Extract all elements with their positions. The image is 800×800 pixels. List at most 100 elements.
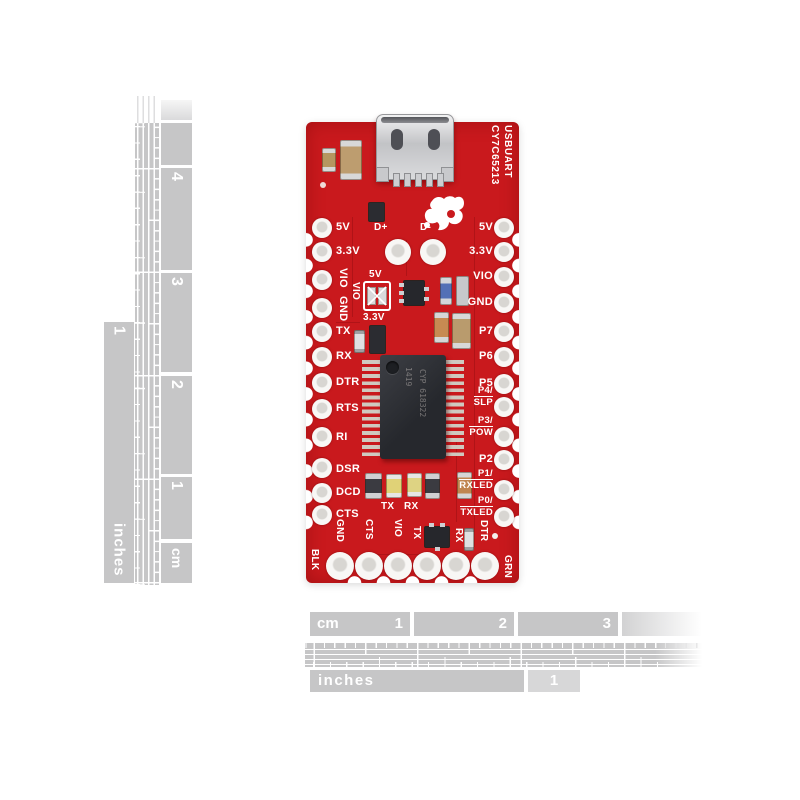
- pin-hole-left: [312, 298, 332, 318]
- serial-hole: [442, 552, 470, 580]
- dplus-label: D+: [374, 222, 388, 233]
- serial-hole: [384, 552, 412, 580]
- bottom-ruler-cm-block-2: 2: [414, 612, 514, 636]
- left-ruler-cm-block-1: 1: [161, 477, 192, 539]
- resistor: [434, 312, 449, 343]
- pin-hole-left: [312, 483, 332, 503]
- pin-label-dsr: DSR: [336, 463, 361, 475]
- pin-hole-right: [494, 450, 514, 470]
- sot23-transistor: [369, 325, 386, 354]
- sparkfun-flame-logo: [420, 194, 466, 234]
- sot23-transistor: [368, 202, 385, 222]
- pin-label-p0-txled: P0/TXLED: [460, 495, 493, 518]
- bottom-ruler-inch-block: inches: [310, 670, 524, 692]
- bottom-ruler-cm-block-3: 3: [518, 612, 618, 636]
- pin-label-rts: RTS: [336, 402, 359, 414]
- pin-hole-left: [312, 347, 332, 367]
- ic-chip: 1419 CYP 618322: [380, 355, 446, 459]
- board-title-line1: CY7C65213: [489, 125, 500, 185]
- castellated-edge-bottom: [340, 575, 485, 583]
- pin-label-gnd: GND: [337, 296, 349, 322]
- left-ruler-inch-block: 1 inches: [104, 322, 134, 583]
- pin-hole-left: [312, 242, 332, 262]
- cm-tick-label-2: 2: [498, 615, 507, 632]
- serial-label-dtr: DTR: [478, 520, 489, 542]
- pin-label-p1-rxled: P1/RXLED: [459, 468, 493, 491]
- usb-dimple-right: [428, 129, 440, 150]
- pin-label-5v: 5V: [336, 221, 351, 233]
- left-ruler-cm-block-fade: [161, 100, 192, 120]
- usb-pin: [393, 173, 400, 187]
- usb-pin: [437, 173, 444, 187]
- cm-tick-label-1: 1: [394, 615, 403, 632]
- voltage-jumper: [363, 281, 391, 311]
- left-ruler-cm-block-4: 4: [161, 168, 192, 270]
- pin-label-ri: RI: [336, 431, 348, 443]
- usb-foot-left: [376, 167, 389, 182]
- pin-label-5v-right: 5V: [478, 221, 493, 233]
- rx-led: [407, 473, 422, 497]
- pin-label-cts: CTS: [336, 508, 359, 520]
- pin-label-gnd-right: GND: [467, 296, 493, 308]
- left-ruler-cm-block-top: [161, 123, 192, 165]
- corner-label-blk: BLK: [309, 549, 320, 571]
- pin-hole-right: [494, 347, 514, 367]
- jumper-5v-label: 5V: [369, 269, 382, 280]
- pin-label-p5: P5: [478, 377, 493, 389]
- dminus-label: D-: [420, 222, 432, 233]
- cm-unit-label: cm: [317, 615, 339, 632]
- jumper-3v3-label: 3.3V: [363, 312, 385, 323]
- serial-label-gnd: GND: [334, 519, 345, 543]
- left-ruler-spine-faded: [135, 96, 159, 123]
- bottom-ruler: cm 1 2 3 inches 1: [305, 612, 702, 692]
- serial-hole: [326, 552, 354, 580]
- sot23-diode: [424, 523, 450, 551]
- dminus-hole: [420, 239, 446, 265]
- capacitor: [452, 313, 471, 349]
- left-ruler-spine: [135, 123, 159, 585]
- pin-hole-left: [312, 505, 332, 525]
- pin-hole-left: [312, 270, 332, 290]
- jumper-vio-label: VIO: [350, 282, 361, 301]
- pin-label-rx: RX: [336, 350, 352, 362]
- pin-label-3v3-right: 3.3V: [469, 245, 493, 257]
- pin-hole-right: [494, 218, 514, 238]
- usb-pin: [404, 173, 411, 187]
- pin-hole-right: [494, 267, 514, 287]
- cm-unit-label: cm: [169, 548, 185, 569]
- tx-led: [386, 474, 402, 498]
- pin-hole-left: [312, 427, 332, 447]
- pin-hole-left: [312, 373, 332, 393]
- pin-label-dtr: DTR: [336, 376, 360, 388]
- left-ruler-cm-block-3: 3: [161, 273, 192, 372]
- pin-hole-left: [312, 322, 332, 342]
- cm-tick-label-2: 2: [168, 380, 185, 389]
- serial-label-rx: RX: [453, 528, 464, 543]
- bottom-ruler-inch-block-1: 1: [528, 670, 580, 692]
- usb-micro-connector: [376, 114, 454, 187]
- inch-tick-label-1: 1: [110, 326, 128, 335]
- usb-dimple-left: [391, 129, 403, 150]
- serial-hole: [413, 552, 441, 580]
- pin-hole-right: [494, 322, 514, 342]
- pin-hole-left: [312, 399, 332, 419]
- castellated-edge-left: [306, 227, 314, 536]
- cm-tick-label-3: 3: [168, 277, 185, 286]
- left-ruler-cm-block-2: 2: [161, 376, 192, 474]
- pin-label-3v3: 3.3V: [336, 245, 360, 257]
- pin-label-vio: VIO: [337, 268, 349, 288]
- bottom-ruler-cm-block-fade: [622, 612, 702, 636]
- pin-label-dcd: DCD: [336, 486, 361, 498]
- pin-label-p3-pow: P3/POW: [469, 415, 493, 438]
- resistor: [464, 528, 474, 551]
- inch-tick-label-1: 1: [549, 672, 559, 689]
- resistor: [365, 473, 382, 499]
- pin-label-vio-right: VIO: [473, 270, 493, 282]
- pin-hole-right: [494, 397, 514, 417]
- inches-unit-label: inches: [110, 523, 128, 577]
- pin-label-p4-slp: P4/SLP: [473, 385, 493, 408]
- resistor: [425, 473, 440, 499]
- pin-hole-left: [312, 218, 332, 238]
- led-tx-label: TX: [381, 501, 395, 512]
